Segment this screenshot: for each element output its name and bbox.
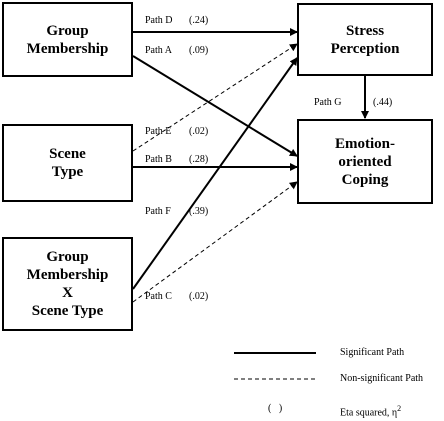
interaction-line-1: Group	[46, 249, 89, 265]
group-membership-box: Group Membership	[2, 2, 133, 77]
scene-type-line-2: Type	[51, 164, 84, 180]
interaction-line-2: Membership	[26, 267, 109, 283]
path-a-value: (.09)	[189, 45, 209, 56]
legend-eta-superscript: 2	[397, 404, 402, 413]
legend-parens-symbol: ( )	[268, 403, 283, 414]
path-a-arrow	[132, 55, 298, 157]
path-c-name: Path C	[145, 291, 172, 302]
path-f-arrow	[132, 57, 298, 290]
group-membership-line-2: Membership	[26, 40, 109, 57]
path-d-value: (.24)	[189, 15, 209, 26]
path-g-name: Path G	[314, 97, 342, 108]
path-b-value: (.28)	[189, 154, 209, 165]
legend-eta-label: Eta squared, η2	[340, 403, 401, 419]
scene-type-line-1: Scene	[49, 146, 86, 162]
interaction-line-3: X	[62, 285, 73, 301]
legend-nonsignificant-label: Non-significant Path	[340, 373, 424, 384]
stress-perception-line-1: Stress	[345, 22, 385, 39]
path-e-name: Path E	[145, 126, 172, 137]
path-e-arrow	[132, 43, 298, 152]
legend-eta-text: Eta squared, η	[340, 407, 398, 419]
path-e-value: (.02)	[189, 126, 209, 137]
path-d-name: Path D	[145, 15, 173, 26]
stress-perception-box: Stress Perception	[297, 3, 433, 76]
interaction-box: Group Membership X Scene Type	[2, 237, 133, 331]
path-c-arrow	[132, 181, 298, 303]
stress-perception-line-2: Perception	[330, 40, 400, 57]
interaction-line-4: Scene Type	[31, 303, 104, 319]
path-b-name: Path B	[145, 154, 172, 165]
emotion-coping-line-1: Emotion-	[335, 135, 395, 152]
legend-significant-label: Significant Path	[340, 347, 405, 358]
path-f-value: (.39)	[189, 206, 209, 217]
group-membership-line-1: Group	[46, 22, 89, 39]
emotion-coping-line-2: oriented	[338, 153, 392, 170]
path-g-value: (.44)	[373, 97, 393, 108]
path-f-name: Path F	[145, 206, 171, 217]
scene-type-box: Scene Type	[2, 124, 133, 202]
path-a-name: Path A	[145, 45, 172, 56]
emotion-coping-line-3: Coping	[341, 171, 389, 188]
path-c-value: (.02)	[189, 291, 209, 302]
emotion-coping-box: Emotion- oriented Coping	[297, 119, 433, 204]
